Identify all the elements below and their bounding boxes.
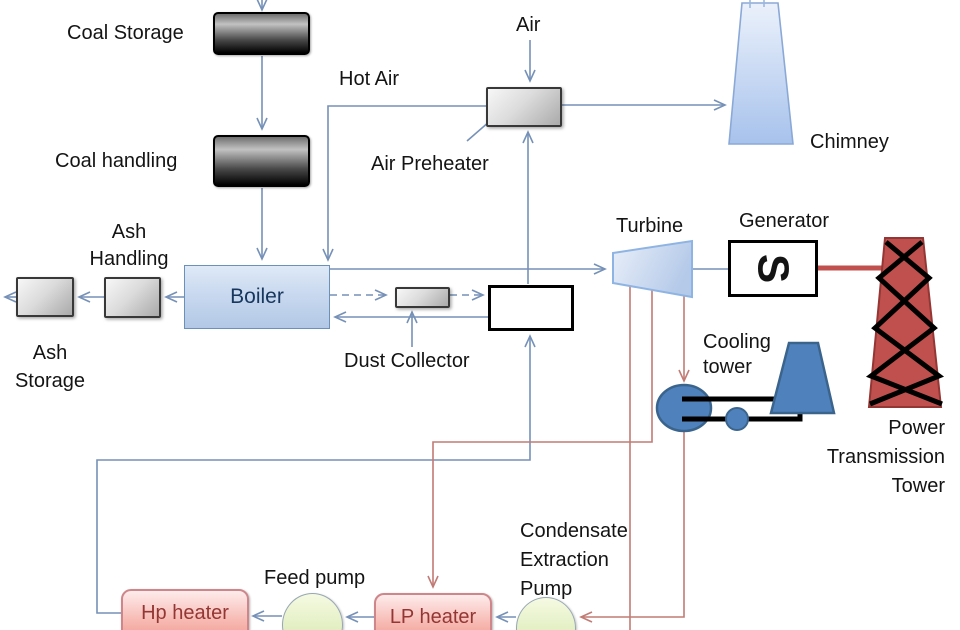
coal-storage-box [213, 12, 310, 55]
generator-box: S [728, 240, 818, 297]
steam-extraction-lines [427, 286, 690, 630]
cooling-tower-shape [769, 341, 836, 415]
coal-handling-label: Coal handling [55, 150, 178, 172]
generator-symbol: S [749, 253, 798, 284]
hp-heater-label: Hp heater [141, 602, 229, 624]
cooling-tower-label: Cooling tower [703, 331, 771, 378]
dust-collector-box [395, 287, 450, 308]
circulating-pump-shape [725, 407, 749, 431]
chimney-label: Chimney [810, 131, 889, 153]
boiler-box: Boiler [184, 265, 330, 329]
ash-handling-label: Ash Handling [89, 221, 169, 270]
turbine-label: Turbine [616, 215, 684, 237]
hot-air-label: Hot Air [339, 68, 400, 90]
transmission-tower-shape [865, 237, 945, 408]
dust-collector-label: Dust Collector [344, 350, 470, 372]
lp-heater-label: LP heater [389, 606, 477, 628]
feed-pump-label: Feed pump [264, 567, 366, 589]
boiler-label: Boiler [230, 285, 284, 308]
ash-handling-box [104, 277, 161, 318]
hp-heater-box: Hp heater [121, 589, 249, 630]
condenser-shape [655, 383, 713, 433]
air-preheater-label: Air Preheater [371, 153, 489, 175]
air-preheater-box [486, 87, 562, 127]
smoke-icon [749, 0, 765, 8]
ash-storage-label: Ash Storage [14, 342, 86, 392]
power-transmission-tower-label: Power Transmission Tower [826, 417, 945, 497]
air-label: Air [516, 14, 541, 36]
coal-storage-label: Coal Storage [67, 22, 184, 44]
lp-heater-box: LP heater [374, 593, 492, 630]
chimney-shape [728, 0, 794, 145]
turbine-shape [612, 239, 693, 299]
generator-label: Generator [739, 210, 830, 232]
ash-storage-box [16, 277, 74, 317]
economizer-box [488, 285, 574, 331]
coal-handling-box [213, 135, 310, 187]
condensate-extraction-pump-label: Condensate Extraction Pump [520, 520, 628, 600]
